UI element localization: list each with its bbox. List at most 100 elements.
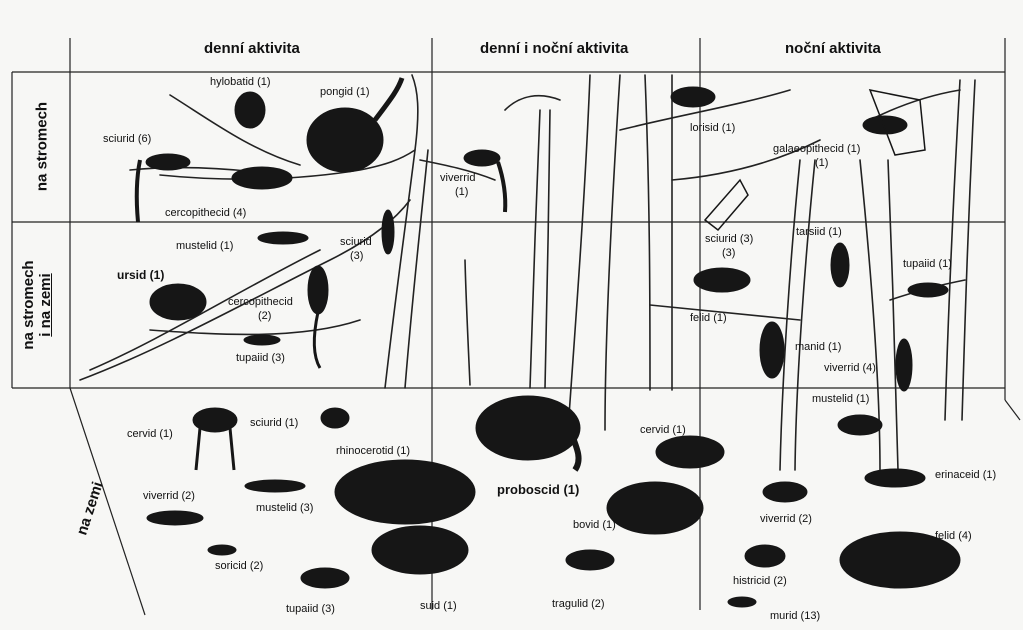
- sciurid-6-figure: [146, 154, 190, 170]
- tree-trunk: [568, 75, 590, 430]
- cercopithecid-2-figure: [308, 266, 328, 314]
- label-viverrid-1: viverrid: [440, 172, 475, 184]
- viverrid-2-figure: [147, 511, 203, 525]
- ursid-figure: [150, 284, 206, 320]
- rhinocerotid-figure: [335, 460, 475, 524]
- histricid-figure: [745, 545, 785, 567]
- row-header-trees-ground-line1: na stromech: [20, 250, 37, 360]
- sciurid-6-tail: [137, 160, 140, 222]
- label-galaeopithecid-count: (1): [815, 157, 828, 169]
- label-sciurid-6: sciurid (6): [103, 133, 151, 145]
- label-pongid: pongid (1): [320, 86, 370, 98]
- label-manid: manid (1): [795, 341, 841, 353]
- lorisid-figure: [671, 87, 715, 107]
- label-suid: suid (1): [420, 600, 457, 612]
- label-murid: murid (13): [770, 610, 820, 622]
- proboscid-figure: [476, 396, 580, 460]
- galaeopithecid-figure: [863, 116, 907, 134]
- grid-line: [70, 388, 145, 615]
- viverrid-2-night-figure: [763, 482, 807, 502]
- label-cervid-mid: cervid (1): [640, 424, 686, 436]
- label-felid-1: felid (1): [690, 312, 727, 324]
- murid-figure: [728, 597, 756, 607]
- label-tragulid: tragulid (2): [552, 598, 605, 610]
- erinaceid-figure: [865, 469, 925, 487]
- viverrid-1-tail: [498, 162, 505, 212]
- cervid-mid-figure: [656, 436, 724, 468]
- label-soricid: soricid (2): [215, 560, 263, 572]
- tree-branch: [505, 96, 560, 110]
- tragulid-figure: [566, 550, 614, 570]
- label-tupaiid-3-tree: tupaiid (3): [236, 352, 285, 364]
- label-cercopithecid-2: cercopithecid: [228, 296, 293, 308]
- tupaiid-tree-figure: [244, 335, 280, 345]
- label-cercopithecid-2-count: (2): [258, 310, 271, 322]
- label-cercopithecid-4: cercopithecid (4): [165, 207, 246, 219]
- label-mustelid-1-day: mustelid (1): [176, 240, 233, 252]
- mustelid-1-figure: [258, 232, 308, 244]
- mustelid-night-figure: [838, 415, 882, 435]
- label-sciurid-3-night: sciurid (3): [705, 233, 753, 245]
- tree-trunk: [795, 160, 815, 470]
- row-header-trees-text: na stromech: [34, 97, 51, 197]
- tree-trunk: [945, 80, 960, 420]
- cercopithecid-2-tail: [314, 312, 320, 368]
- label-hylobatid: hylobatid (1): [210, 76, 271, 88]
- soricid-figure: [208, 545, 236, 555]
- tree-trunk: [962, 80, 975, 420]
- cervid-day-legs: [196, 428, 234, 470]
- grid-line: [1005, 400, 1020, 420]
- sciurid-3-figure: [382, 210, 394, 254]
- felid-1-figure: [694, 268, 750, 292]
- label-proboscid: proboscid (1): [497, 484, 579, 496]
- column-header-night: noční aktivita: [785, 40, 881, 57]
- bovid-figure: [607, 482, 703, 534]
- label-sciurid-1: sciurid (1): [250, 417, 298, 429]
- row-header-trees: na stromech: [34, 97, 51, 197]
- label-felid-4: felid (4): [935, 530, 972, 542]
- label-bovid: bovid (1): [573, 519, 616, 531]
- label-sciurid-3-day-count: (3): [350, 250, 363, 262]
- label-lorisid: lorisid (1): [690, 122, 735, 134]
- label-ursid: ursid (1): [117, 269, 164, 281]
- tree-trunk: [530, 110, 540, 388]
- tupaiid-ground-figure: [301, 568, 349, 588]
- row-header-trees-ground-line2: i na zemi: [37, 250, 54, 360]
- label-viverrid-2-night: viverrid (2): [760, 513, 812, 525]
- label-viverrid-2-day: viverrid (2): [143, 490, 195, 502]
- sciurid-1-figure: [321, 408, 349, 428]
- tree-trunk: [465, 260, 470, 385]
- label-tupaiid-1: tupaiid (1): [903, 258, 952, 270]
- label-viverrid-1-count: (1): [455, 186, 468, 198]
- tarsiid-figure: [831, 243, 849, 287]
- cercopithecid-4-figure: [232, 167, 292, 189]
- label-viverrid-4: viverrid (4): [824, 362, 876, 374]
- label-cervid-day: cervid (1): [127, 428, 173, 440]
- tree-trunk: [605, 75, 620, 430]
- label-rhinocerotid: rhinocerotid (1): [336, 445, 410, 457]
- pongid-figure: [307, 108, 383, 172]
- label-tupaiid-3-ground: tupaiid (3): [286, 603, 335, 615]
- tree-trunk: [545, 110, 550, 388]
- row-header-trees-and-ground: na stromech i na zemi: [20, 250, 54, 360]
- pongid-arm: [375, 78, 402, 120]
- label-sciurid-3-day: sciurid: [340, 236, 372, 248]
- tree-branch: [150, 320, 360, 334]
- mustelid-3-figure: [245, 480, 305, 492]
- column-header-day-night: denní i noční aktivita: [480, 40, 628, 57]
- label-mustelid-1-night: mustelid (1): [812, 393, 869, 405]
- label-sciurid-3-night-count: (3): [722, 247, 735, 259]
- column-header-day: denní aktivita: [204, 40, 300, 57]
- tree-branch: [870, 90, 960, 120]
- label-galaeopithecid: galaeopithecid (1): [773, 143, 860, 155]
- viverrid-1-figure: [464, 150, 500, 166]
- label-mustelid-3: mustelid (3): [256, 502, 313, 514]
- tupaiid-1-figure: [908, 283, 948, 297]
- label-histricid: histricid (2): [733, 575, 787, 587]
- tree-trunk: [780, 160, 800, 470]
- tree-trunk: [888, 160, 898, 470]
- manid-figure: [760, 322, 784, 378]
- tree-trunk: [405, 150, 428, 388]
